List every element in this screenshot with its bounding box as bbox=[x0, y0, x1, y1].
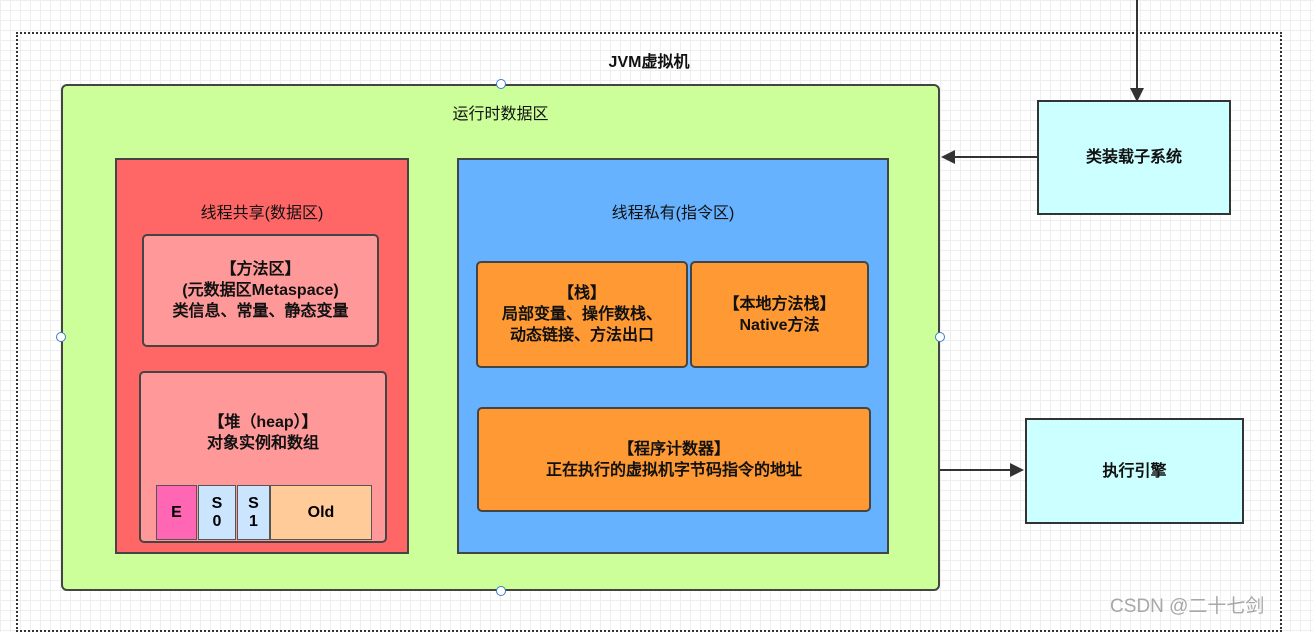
survivor-1-label-letter: S bbox=[248, 494, 259, 512]
old-generation-label: Old bbox=[307, 503, 335, 521]
survivor-1-label-number: 1 bbox=[249, 512, 258, 530]
method-area-title: 【方法区】 bbox=[220, 261, 301, 278]
survivor-0-generation[interactable]: S 0 bbox=[198, 485, 236, 540]
eden-generation[interactable]: E bbox=[156, 485, 197, 540]
program-counter-box[interactable]: 【程序计数器】 正在执行的虚拟机字节码指令的地址 bbox=[477, 407, 871, 512]
class-loader-subsystem-label: 类装载子系统 bbox=[1085, 149, 1182, 166]
survivor-0-label-number: 0 bbox=[212, 512, 222, 530]
jvm-title: JVM虚拟机 bbox=[608, 54, 690, 71]
heap-title: 【堆（heap）】 bbox=[208, 414, 318, 431]
execution-engine-label: 执行引擎 bbox=[1102, 462, 1167, 480]
heap-description: 对象实例和数组 bbox=[206, 435, 319, 452]
method-area-subtitle: (元数据区Metaspace) bbox=[182, 282, 339, 299]
thread-shared-area-title: 线程共享(数据区) bbox=[200, 205, 324, 222]
selection-handle-left[interactable] bbox=[56, 332, 66, 342]
method-area-description: 类信息、常量、静态变量 bbox=[172, 303, 349, 320]
stack-description-line1: 局部变量、操作数栈、 bbox=[501, 306, 662, 323]
survivor-1-generation[interactable]: S 1 bbox=[237, 485, 270, 540]
selection-handle-bottom[interactable] bbox=[496, 586, 506, 596]
survivor-0-label-letter: S bbox=[211, 494, 223, 512]
class-loader-subsystem-box[interactable]: 类装载子系统 bbox=[1037, 100, 1231, 215]
selection-handle-right[interactable] bbox=[935, 332, 945, 342]
thread-private-area-title: 线程私有(指令区) bbox=[611, 205, 735, 222]
heap-label: 【堆（heap）】 对象实例和数组 bbox=[139, 412, 387, 454]
selection-handle-top[interactable] bbox=[496, 79, 506, 89]
native-method-stack-box[interactable]: 【本地方法栈】 Native方法 bbox=[690, 261, 869, 368]
method-area-box[interactable]: 【方法区】 (元数据区Metaspace) 类信息、常量、静态变量 bbox=[142, 234, 379, 347]
native-method-stack-title: 【本地方法栈】 bbox=[723, 295, 836, 313]
native-method-stack-description: Native方法 bbox=[739, 316, 820, 334]
watermark: CSDN @二十七剑 bbox=[1110, 596, 1265, 617]
eden-label: E bbox=[171, 503, 182, 521]
program-counter-title: 【程序计数器】 bbox=[617, 440, 730, 458]
old-generation[interactable]: Old bbox=[270, 485, 372, 540]
runtime-data-area-title: 运行时数据区 bbox=[452, 106, 549, 123]
stack-description-line2: 动态链接、方法出口 bbox=[509, 327, 654, 344]
stack-title: 【栈】 bbox=[557, 285, 606, 302]
execution-engine-box[interactable]: 执行引擎 bbox=[1025, 418, 1244, 524]
stack-box[interactable]: 【栈】 局部变量、操作数栈、 动态链接、方法出口 bbox=[476, 261, 688, 368]
program-counter-description: 正在执行的虚拟机字节码指令的地址 bbox=[545, 461, 802, 479]
